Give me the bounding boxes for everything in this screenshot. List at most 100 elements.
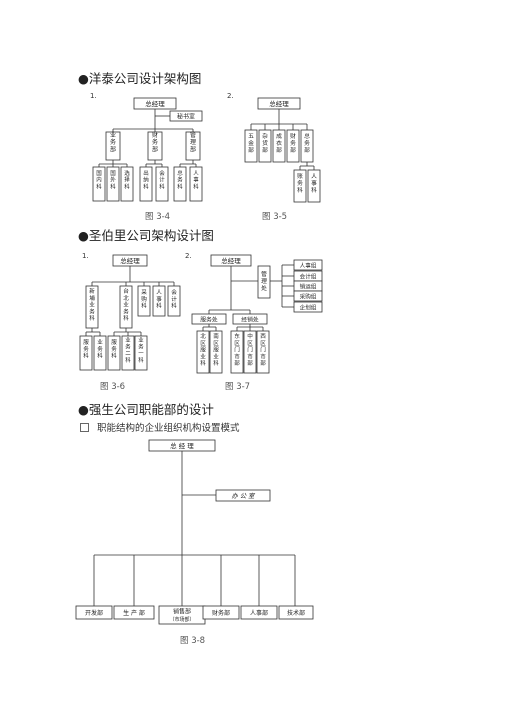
caption-fig-3-7: 图 3-7 [225,382,251,392]
node-leaf [209,330,223,374]
figure-number: 1. [90,92,97,100]
node-label: 业务科 [97,338,103,360]
node-label: 总 经 理 [170,441,194,450]
node-staff [293,301,323,313]
node-leaf [139,166,153,202]
node-label: 销售部 [173,608,191,616]
node-label: 人事科 [193,170,199,190]
node-dept [137,285,151,317]
node-division [191,313,227,325]
node-leaf [107,335,121,371]
node-leaf [230,330,244,374]
node-dept [85,285,99,329]
node-label: 总务科 [177,169,183,190]
node-label: 人事科 [311,173,317,194]
bullet-icon: ● [78,228,89,243]
node-label: 总经理 [269,99,289,108]
node-leaf [92,166,106,202]
node-leaf [243,330,257,374]
caption-fig-3-8: 图 3-8 [180,636,206,646]
figure-number: 2. [227,92,234,100]
node-leaf [256,330,270,374]
node-dept [286,129,300,163]
checkbox-icon [80,423,89,432]
node-secretary [169,110,203,122]
node-label: 西区门市部 [260,333,266,367]
node-label: 采购科 [141,288,147,310]
node-dept [119,285,133,329]
node-label: 经销处 [241,316,259,324]
node-label: 北区服业科 [200,332,206,367]
node-dept [272,129,286,163]
fig-3-7: 总经理 管理处 人事组 会计组 销运组 采购组 企划组 服务处 经销处 北区服业… [191,254,323,374]
node-label: 服务处 [200,316,218,324]
section-title-yangtai: ●洋泰公司设计架构图 [78,68,201,87]
node-dept [300,129,314,163]
caption-fig-3-4: 图 3-4 [145,212,171,222]
node-dept [278,605,314,620]
node-label: 财务部 [290,132,296,154]
node-label: 企划组 [300,304,317,312]
node-dept [185,131,201,161]
node-leaf [155,166,169,202]
node-label: 东区门市部 [234,332,240,367]
section-title-text: 圣伯里公司架构设计图 [88,228,214,243]
node-dept [75,605,113,620]
node-label: 会计科 [171,288,177,310]
node-dept [167,285,181,317]
node-root [210,254,252,267]
node-label: 管理处 [261,270,267,292]
node-office [215,489,271,502]
node-label: 账务科 [297,172,303,194]
node-label: 会计科 [159,169,165,190]
node-staff [293,290,323,302]
node-label: 总务部 [304,132,310,154]
node-label: 新埔业务科 [89,287,95,322]
node-dept [258,129,272,163]
node-label: 总经理 [120,256,140,265]
caption-fig-3-5: 图 3-5 [262,212,288,222]
node-label: 总经理 [145,99,165,108]
node-label: 办 公 室 [232,492,257,500]
node-label: 人事组 [300,262,317,270]
node-label: 采购组 [300,293,317,301]
node-label: 南区服业科 [213,332,219,367]
node-root [112,254,148,267]
node-root [148,439,216,452]
fig-3-4: 总经理 秘书室 业务部 财务部 管理部 国内科 国外科 选择科 出纳科 会计科 … [92,97,203,202]
fig-3-6: 总经理 新埔业务科 台北业务科 采购科 人事科 会计科 服务科 业务科 服务科 … [79,254,181,371]
node-label: 技术部 [287,609,305,617]
section-title-qiangsheng: ●强生公司职能部的设计 [78,399,214,418]
node-leaf [307,169,321,203]
node-label: 中区门市部 [247,332,253,367]
node-label: 杂货部 [262,132,268,154]
node-label: 人事部 [250,609,268,617]
node-label: 服务科 [83,339,89,360]
node-label: 国内科 [96,170,102,190]
node-dept [105,131,121,161]
caption-fig-3-6: 图 3-6 [100,382,126,392]
node-label: 人事科 [156,289,162,310]
node-leaf [196,330,210,374]
node-label: 出纳科 [143,169,149,190]
fig-3-5: 总经理 五金部 杂货部 成衣部 财务部 总务部 账务科 人事科 [244,97,321,203]
section-title-shengboli: ●圣伯里公司架构设计图 [78,225,214,244]
section-title-text: 强生公司职能部的设计 [88,402,214,417]
node-label: 选择科 [124,169,130,190]
node-label: 业务部 [110,131,116,153]
node-label: 生 产 部 [123,609,145,617]
node-dept [240,605,278,620]
node-dept [113,605,155,620]
bullet-icon: ● [78,71,89,86]
node-leaf [189,166,203,202]
node-root [133,97,177,110]
node-note: （市场部） [169,616,194,623]
node-label: 服务科 [111,339,117,360]
node-leaf [293,169,307,203]
node-dept [147,131,163,161]
node-division [232,313,268,325]
node-leaf [121,335,135,371]
fig-3-8: 总 经 理 办 公 室 开发部 生 产 部 销售部 （市场部） 财务部 人事部 … [75,439,314,625]
node-staff [293,259,323,271]
